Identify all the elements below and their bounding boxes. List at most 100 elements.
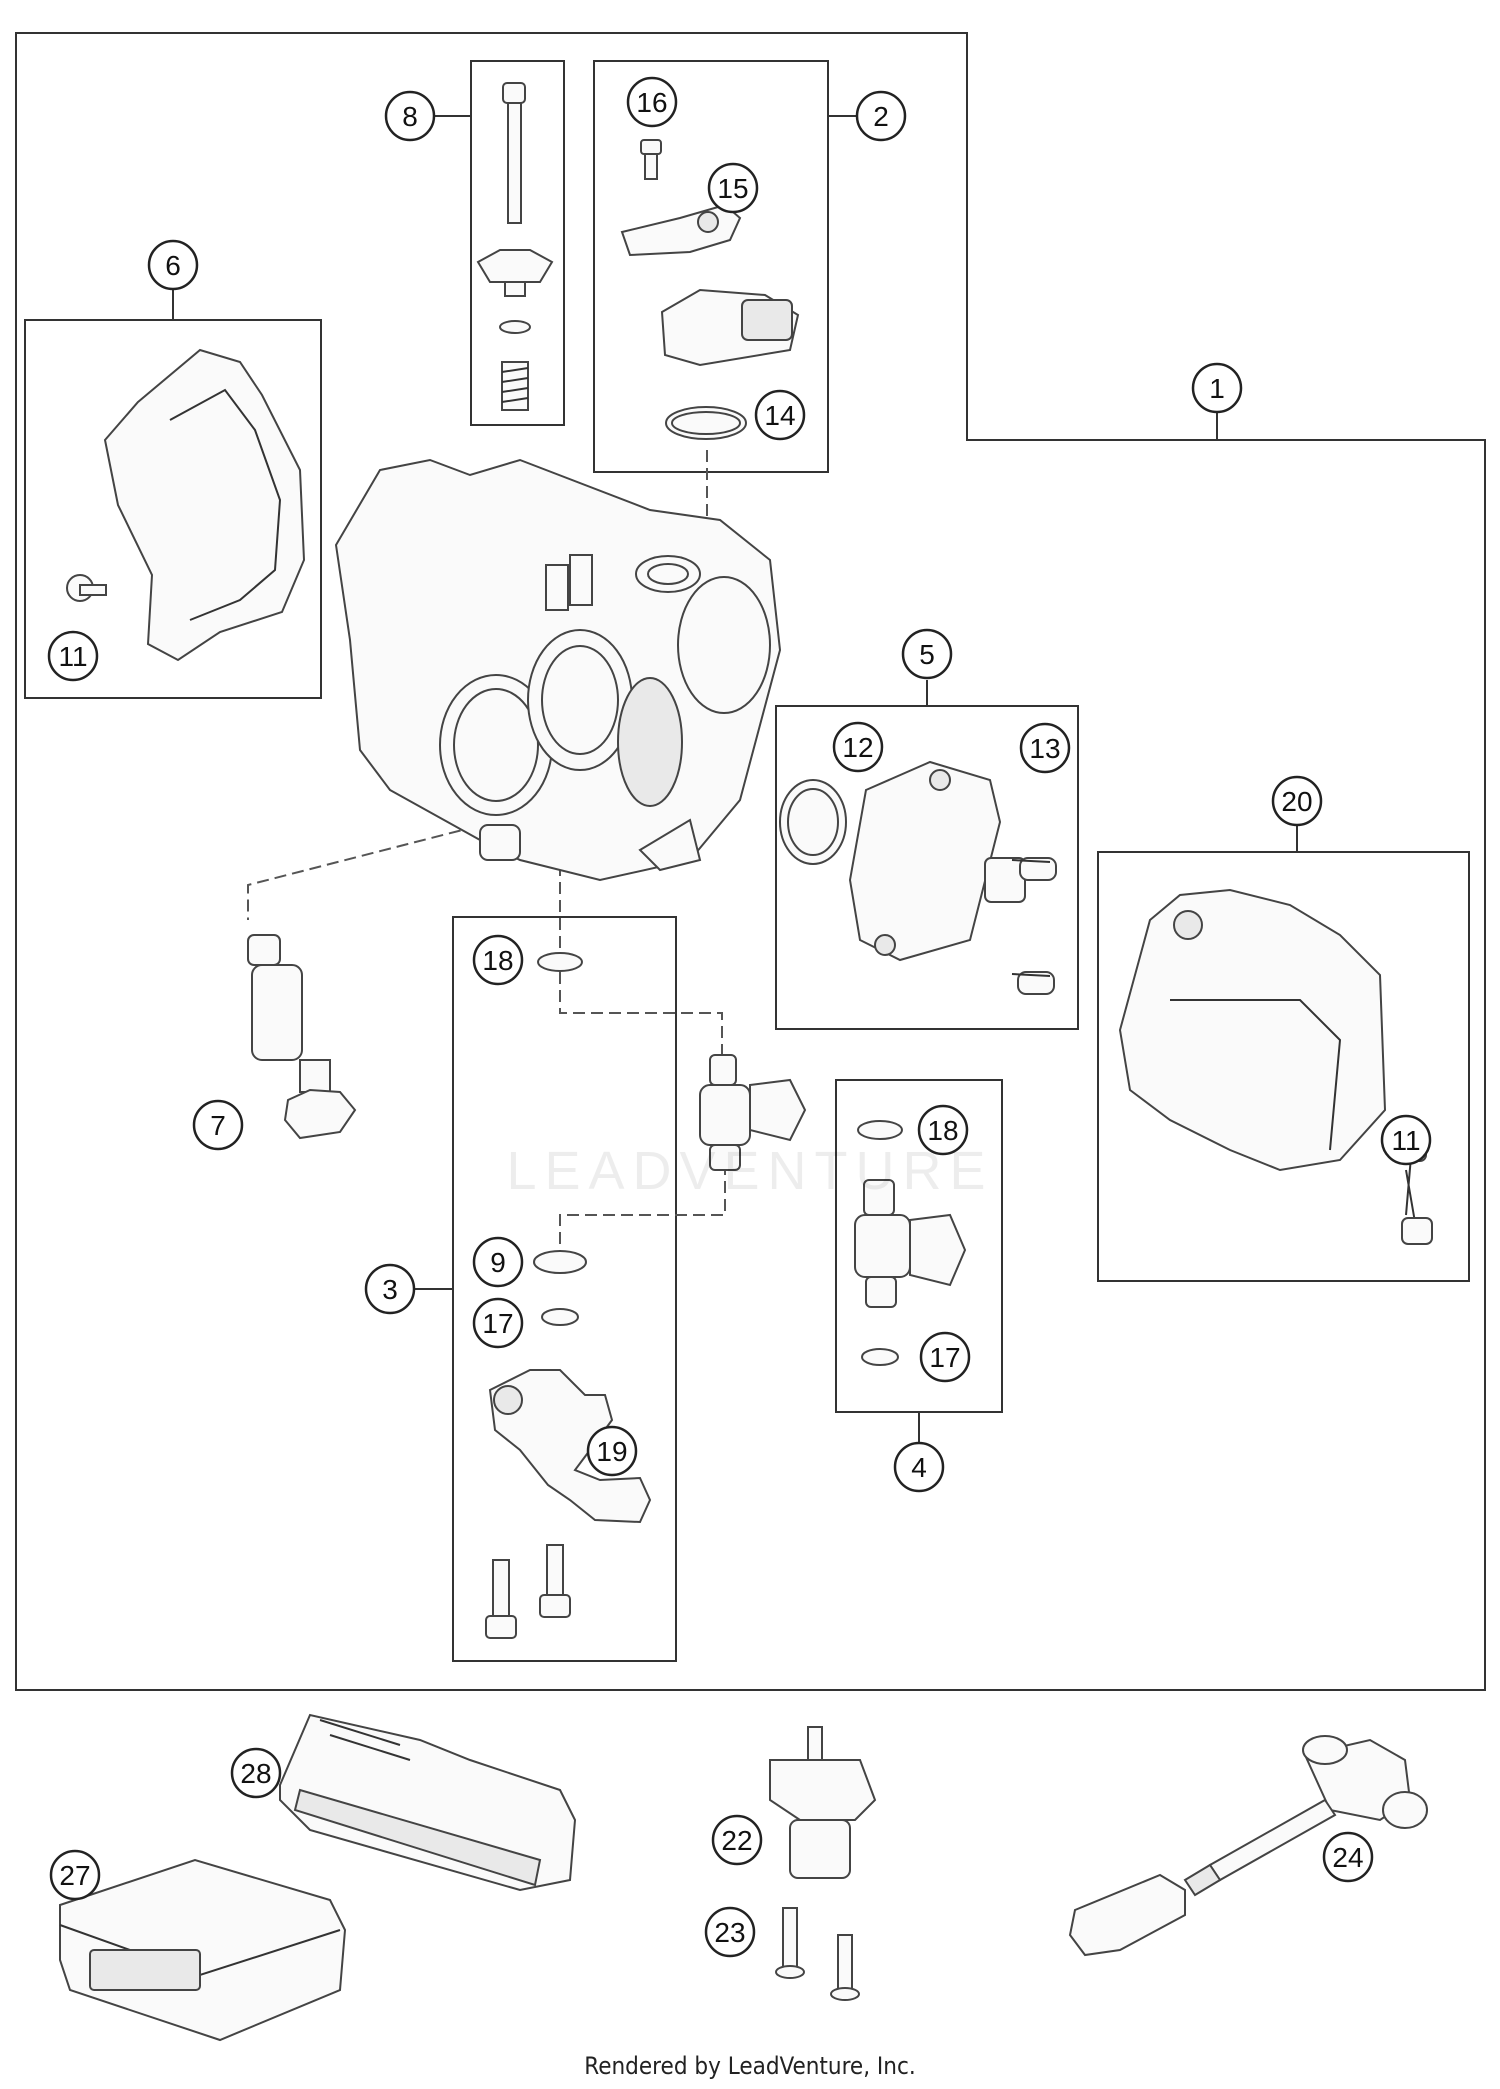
callout-label: 22 <box>721 1825 752 1856</box>
callout-label: 3 <box>382 1274 398 1305</box>
callout-label: 18 <box>482 945 513 976</box>
callout-label: 28 <box>240 1758 271 1789</box>
callout-circle <box>192 1099 244 1151</box>
callout-circle <box>586 1425 638 1477</box>
part-2-throttle-sensor-kit <box>620 139 800 440</box>
callout-circle <box>832 721 884 773</box>
callout-circle <box>1191 362 1243 414</box>
callout-c7: 7 <box>192 1099 244 1151</box>
watermark: LEADVENTURE <box>506 1141 994 1201</box>
callout-circle <box>47 630 99 682</box>
callout-label: 17 <box>482 1308 513 1339</box>
callout-circle <box>855 90 907 142</box>
callout-label: 12 <box>842 732 873 763</box>
callout-label: 20 <box>1281 786 1312 817</box>
callout-c23: 23 <box>704 1906 756 1958</box>
callout-circle <box>901 628 953 680</box>
part-5-sensor-kit <box>779 760 1057 995</box>
callout-circle <box>626 76 678 128</box>
callout-label: 23 <box>714 1917 745 1948</box>
part-23-screws <box>775 1907 860 2001</box>
callout-c1: 1 <box>1191 362 1243 414</box>
callout-label: 24 <box>1332 1842 1363 1873</box>
callout-label: 14 <box>764 400 795 431</box>
callout-circle <box>49 1849 101 1901</box>
callout-c13: 13 <box>1019 722 1071 774</box>
callout-c12: 12 <box>832 721 884 773</box>
callout-circle <box>754 389 806 441</box>
callout-label: 2 <box>873 101 889 132</box>
callout-circle <box>384 90 436 142</box>
callout-c15: 15 <box>707 162 759 214</box>
callout-label: 6 <box>165 250 181 281</box>
callout-circle <box>472 1297 524 1349</box>
callout-circle <box>364 1263 416 1315</box>
part-27-ecu <box>59 1858 347 2042</box>
callout-circle <box>711 1814 763 1866</box>
group-20-box <box>1097 851 1470 1282</box>
callout-label: 8 <box>402 101 418 132</box>
callout-c6: 6 <box>147 239 199 291</box>
callout-c11b: 11 <box>1380 1114 1432 1166</box>
part-4-injector-kit <box>854 1120 967 1366</box>
callout-label: 4 <box>911 1452 927 1483</box>
assembly-1-frame <box>15 32 1486 1691</box>
throttle-body <box>334 458 782 882</box>
callout-circle <box>472 934 524 986</box>
callout-circle <box>893 1441 945 1493</box>
part-24-sensor-cable <box>1068 1735 1428 1957</box>
callout-c28: 28 <box>230 1747 282 1799</box>
callout-c24: 24 <box>1322 1831 1374 1883</box>
callout-label: 1 <box>1209 373 1225 404</box>
callout-label: 15 <box>717 173 748 204</box>
callout-label: 27 <box>59 1860 90 1891</box>
dash-line-18 <box>559 810 723 1055</box>
callout-c4: 4 <box>893 1441 945 1493</box>
dash-line-9 <box>559 1163 726 1252</box>
callout-label: 13 <box>1029 733 1060 764</box>
footer-credit: Rendered by LeadVenture, Inc. <box>584 2052 916 2080</box>
part-7-idle-valve <box>247 934 357 1140</box>
callout-circle <box>1019 722 1071 774</box>
callout-circle <box>472 1236 524 1288</box>
dash-line-7 <box>247 825 479 920</box>
callout-c17b: 17 <box>919 1331 971 1383</box>
callout-label: 18 <box>927 1115 958 1146</box>
callout-c22: 22 <box>711 1814 763 1866</box>
callout-circle <box>1271 775 1323 827</box>
callout-circle <box>707 162 759 214</box>
group-8-box <box>470 60 565 426</box>
group-3-box <box>452 916 677 1662</box>
callout-c14: 14 <box>754 389 806 441</box>
callout-label: 11 <box>58 641 87 672</box>
callout-circle <box>147 239 199 291</box>
callout-label: 5 <box>919 639 935 670</box>
part-28-bracket <box>279 1713 577 1892</box>
callout-c8: 8 <box>384 90 436 142</box>
callout-c27: 27 <box>49 1849 101 1901</box>
callout-circle <box>1322 1831 1374 1883</box>
callout-c3: 3 <box>364 1263 416 1315</box>
callout-c5: 5 <box>901 628 953 680</box>
callout-label: 9 <box>490 1247 506 1278</box>
callout-c9: 9 <box>472 1236 524 1288</box>
callout-label: 19 <box>596 1436 627 1467</box>
callout-label: 16 <box>636 87 667 118</box>
callout-c16: 16 <box>626 76 678 128</box>
callout-label: 7 <box>210 1110 226 1141</box>
group-2-box <box>593 60 829 473</box>
part-6-cover <box>66 348 306 662</box>
callout-circle <box>704 1906 756 1958</box>
callout-label: 11 <box>1391 1125 1420 1156</box>
callout-circle <box>919 1331 971 1383</box>
callout-c2: 2 <box>855 90 907 142</box>
callout-c19: 19 <box>586 1425 638 1477</box>
callout-c18b: 18 <box>917 1104 969 1156</box>
callout-c11a: 11 <box>47 630 99 682</box>
part-22-sensor <box>769 1726 877 1879</box>
part-8-adjuster <box>476 82 554 411</box>
callout-c20: 20 <box>1271 775 1323 827</box>
callout-circle <box>917 1104 969 1156</box>
